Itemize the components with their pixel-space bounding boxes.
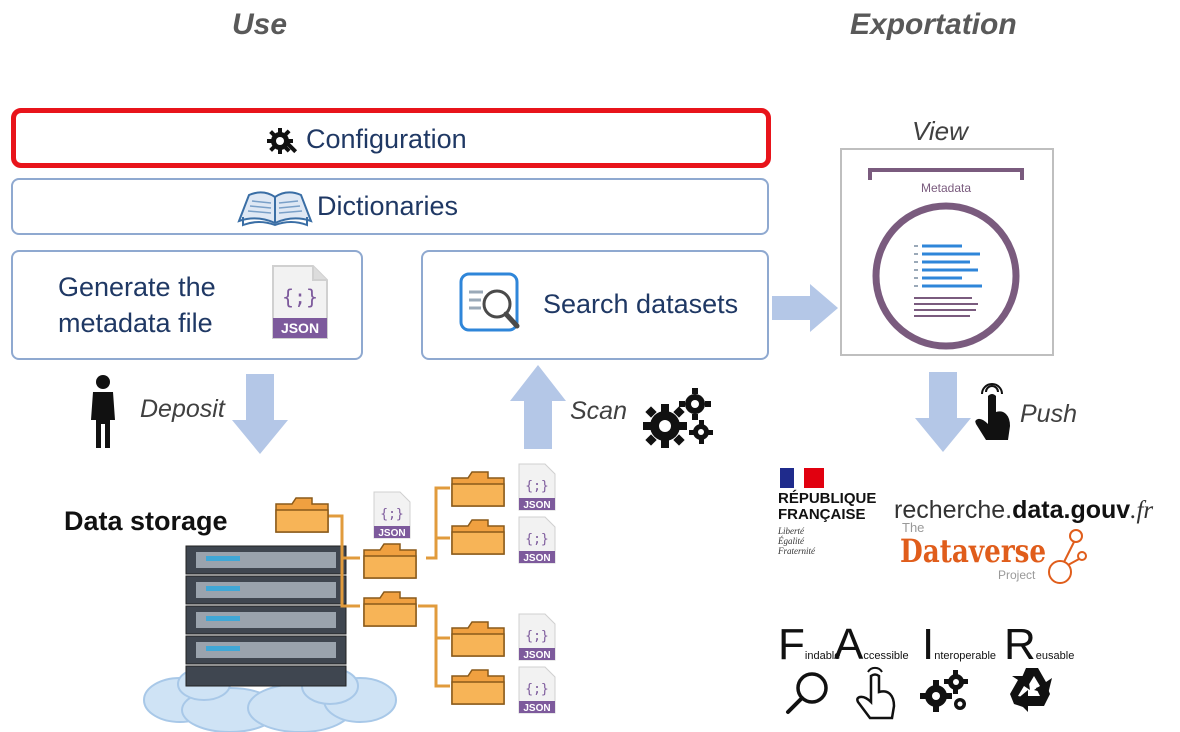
json-braces: {;} [282,285,318,309]
down-arrow-push [915,372,971,452]
server-cloud-icon [143,545,397,732]
json-braces: {;} [525,629,548,644]
fair-findable: Findable [778,620,840,670]
recycle-icon [1010,668,1052,712]
fair-interoperable: Interoperable [922,620,996,670]
gears-icon [643,388,713,448]
dictionaries-label: Dictionaries [317,191,459,221]
json-file-icon: {;} JSON [518,463,556,511]
json-braces: {;} [525,479,548,494]
recherche-pre: recherche. [894,496,1013,524]
generate-metadata-box[interactable]: Generate the metadata file {;} JSON [11,250,363,360]
recherche-data-gouv-logo[interactable]: recherche.data.gouv.fr [894,496,1153,525]
motto-fraternite: Fraternité [778,546,815,556]
search-document-icon [459,272,520,332]
fair-rest-a: ccessible [863,650,909,662]
dataverse-node-icon [1048,529,1087,584]
dataverse-the: The [902,520,925,535]
folder-icons [275,471,505,705]
deposit-label: Deposit [140,395,225,423]
json-label: JSON [378,528,405,539]
configuration-box[interactable]: Configuration [11,108,771,168]
exportation-header: Exportation [850,8,1017,41]
person-icon [91,375,115,448]
motto-egalite: Égalité [778,536,804,546]
configuration-label: Configuration [306,124,467,154]
json-file-icon: {;} JSON [269,264,331,340]
metadata-illustration: Metadata [868,168,1024,350]
fair-rest-r: eusable [1035,650,1075,662]
recherche-post: .fr [1130,497,1154,524]
fair-letter-f: F [778,620,805,669]
scan-label: Scan [570,397,627,425]
metadata-label: Metadata [921,181,971,195]
fair-letter-i: I [922,620,935,669]
json-label: JSON [523,703,550,714]
dataverse-name: Dataverse [900,532,1047,570]
motto-liberte: Liberté [778,526,804,536]
open-book-icon [237,191,313,227]
json-label: JSON [523,553,550,564]
json-label: JSON [523,500,550,511]
json-file-icon: {;} JSON [518,613,556,661]
view-label: View [912,116,968,146]
folder-tree [275,471,505,705]
gear-wrench-icon [267,128,298,154]
right-arrow [772,284,838,332]
republique-line2: FRANÇAISE [778,506,866,523]
fair-letter-r: R [1004,620,1036,669]
fair-letter-a: A [834,620,864,669]
generate-label-line2: metadata file [58,308,213,338]
json-file-icon: {;} JSON [518,516,556,564]
recherche-mid: data.gouv [1012,496,1131,524]
json-braces: {;} [525,682,548,697]
json-file-icon: {;} JSON [373,491,411,539]
dictionaries-box[interactable]: Dictionaries [11,178,769,235]
json-label: JSON [281,320,319,336]
fair-reusable: Reusable [1004,620,1074,670]
republique-line1: RÉPUBLIQUE [778,490,877,507]
search-datasets-label: Search datasets [543,289,739,319]
pointer-hand-icon [856,666,896,720]
gears-icon [920,670,968,712]
down-arrow-deposit [232,374,288,454]
republique-francaise-logo[interactable]: RÉPUBLIQUE FRANÇAISE Liberté Égalité Fra… [778,466,888,566]
json-braces: {;} [380,507,403,522]
json-file-icon: {;} JSON [518,666,556,714]
json-braces: {;} [525,532,548,547]
push-label: Push [1020,400,1077,428]
marianne-flag-icon [780,468,824,488]
data-storage-label: Data storage [64,506,228,536]
view-panel[interactable]: Metadata [840,148,1054,356]
use-header: Use [232,8,288,41]
up-arrow-scan [510,365,566,449]
touch-hand-icon [975,383,1010,440]
fair-rest-f: indable [804,650,841,662]
magnifier-icon [786,672,828,714]
json-label: JSON [523,650,550,661]
fair-accessible: Accessible [834,620,909,670]
generate-label-line1: Generate the [58,272,216,302]
dataverse-logo[interactable]: The Dataverse Project [896,520,1096,586]
dataverse-project: Project [998,568,1036,582]
fair-rest-i: nteroperable [934,650,997,662]
search-datasets-box[interactable]: Search datasets [421,250,769,360]
